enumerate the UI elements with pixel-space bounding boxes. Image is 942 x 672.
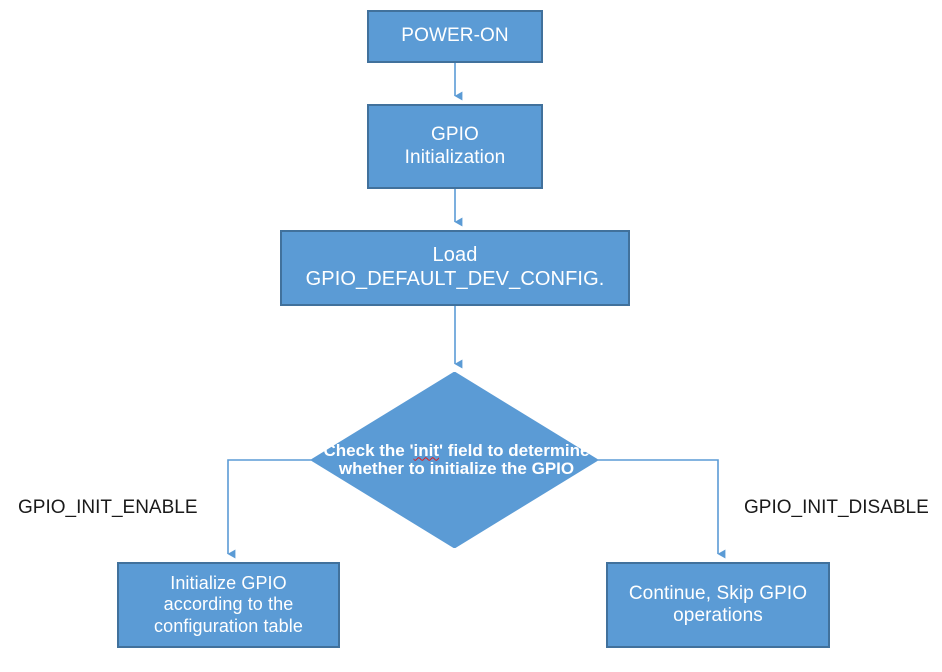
node-continue-skip-label: Continue, Skip GPIO operations [629, 583, 807, 628]
line-2-suffix: ' field to [439, 440, 504, 460]
node-initialize-gpio-label: Initialize GPIO according to the configu… [154, 573, 303, 637]
node-initialize-gpio-line-2: according to the [163, 594, 294, 615]
diamond-shape [311, 372, 598, 548]
node-decision-line-2: 'init' field to [409, 441, 503, 460]
quote-open: ' [409, 440, 414, 460]
node-gpio-initialization-label: GPIO Initialization [405, 124, 506, 169]
node-decision-check-init-field[interactable]: Check the 'init' field to determine whet… [311, 372, 598, 548]
node-decision-line-6: GPIO [531, 459, 575, 478]
node-gpio-initialization-line-1: GPIO [431, 124, 479, 146]
node-initialize-gpio-line-1: Initialize GPIO [170, 573, 287, 594]
node-load-default-dev-config-label: Load GPIO_DEFAULT_DEV_CONFIG. [305, 244, 605, 290]
node-continue-skip-line-2: operations [673, 605, 763, 626]
node-decision-line-4: whether to [338, 459, 425, 478]
node-continue-skip-line-1: Continue, Skip GPIO [628, 582, 808, 604]
edge-label-gpio-init-disable: GPIO_INIT_DISABLE [744, 497, 929, 518]
connector-decision-disable-branch [598, 459, 726, 559]
node-initialize-gpio-line-3: configuration table [153, 615, 303, 636]
node-gpio-initialization-line-2: Initialization [404, 146, 506, 168]
node-power-on-label: POWER-ON [401, 25, 509, 47]
connector-decision-enable-branch [227, 459, 311, 559]
edge-label-gpio-init-enable: GPIO_INIT_ENABLE [18, 497, 198, 518]
node-decision-line-3: determine [508, 440, 590, 460]
node-gpio-initialization[interactable]: GPIO Initialization [367, 104, 543, 189]
node-decision-line-5: initialize the [429, 459, 527, 478]
node-decision-label: Check the 'init' field to determine whet… [311, 372, 598, 548]
node-initialize-gpio-from-config-table[interactable]: Initialize GPIO according to the configu… [117, 562, 340, 648]
node-power-on[interactable]: POWER-ON [367, 10, 543, 63]
node-continue-skip-gpio-operations[interactable]: Continue, Skip GPIO operations [606, 562, 830, 648]
misspelled-word-init: init [413, 440, 440, 460]
node-decision-line-1: Check the [323, 440, 405, 460]
node-load-default-dev-config[interactable]: Load GPIO_DEFAULT_DEV_CONFIG. [280, 230, 630, 306]
